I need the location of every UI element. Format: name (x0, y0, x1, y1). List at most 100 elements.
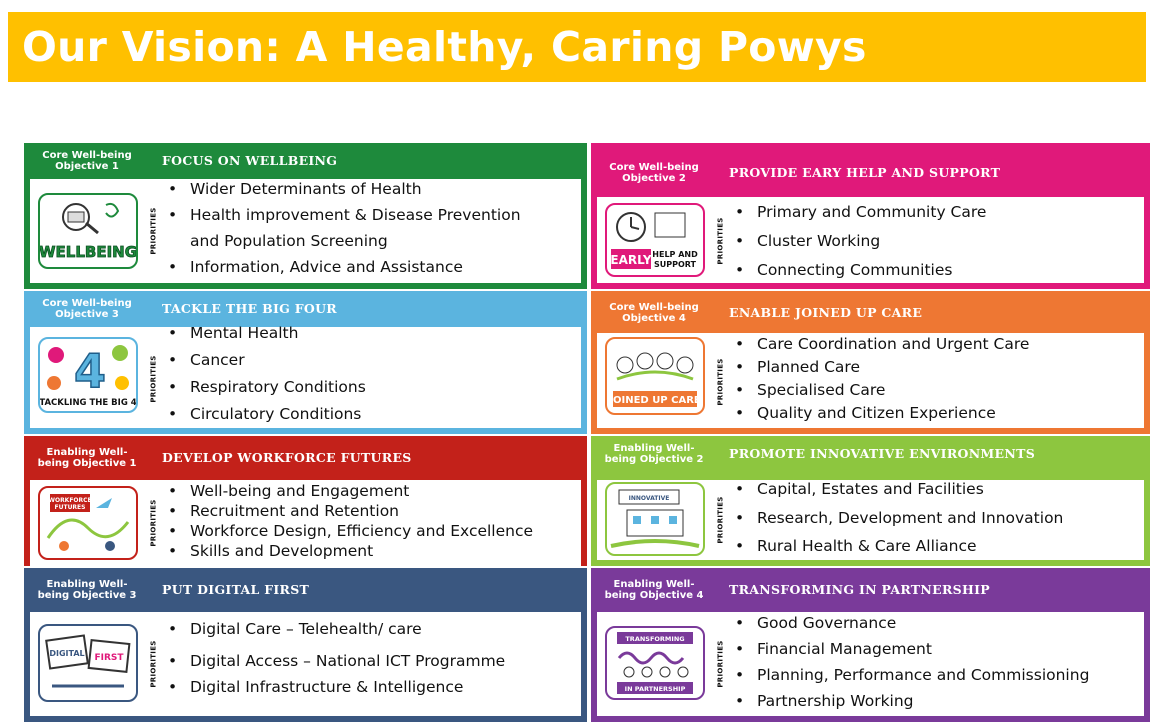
svg-text:TRANSFORMING: TRANSFORMING (625, 635, 684, 643)
joined-up-care-icon: JOINED UP CARE (605, 337, 705, 415)
priorities-list: •Mental Health •Cancer •Respiratory Cond… (168, 324, 581, 428)
priorities-list: •Capital, Estates and Facilities •Resear… (735, 480, 1144, 560)
objective-title: PUT DIGITAL FIRST (162, 582, 310, 597)
transforming-partnership-icon: TRANSFORMING IN PARTNERSHIP (605, 626, 705, 700)
priorities-label: PRIORITIES (717, 496, 725, 544)
priorities-label: PRIORITIES (150, 355, 158, 403)
list-item: •Skills and Development (168, 542, 374, 560)
list-item: •Quality and Citizen Experience (735, 404, 996, 422)
svg-text:EARLY: EARLY (610, 253, 652, 267)
priorities-label: PRIORITIES (150, 207, 158, 255)
priorities-label: PRIORITIES (150, 499, 158, 547)
panel-header: Enabling Well-being Objective 1 DEVELOP … (24, 436, 587, 480)
list-item: •Cluster Working (735, 232, 881, 250)
panel-body: 4 TACKLING THE BIG 4 PRIORITIES •Mental … (30, 324, 581, 428)
objective-label: Enabling Well-being Objective 2 (604, 443, 704, 465)
objective-label: Enabling Well-being Objective 3 (37, 579, 137, 601)
svg-text:INNOVATIVE: INNOVATIVE (629, 495, 670, 502)
priorities-label: PRIORITIES (717, 217, 725, 265)
svg-text:WELLBEING: WELLBEING (40, 243, 136, 261)
objective-title: PROMOTE INNOVATIVE ENVIRONMENTS (729, 446, 1036, 461)
svg-text:HELP AND: HELP AND (652, 250, 698, 259)
list-item: •Circulatory Conditions (168, 405, 362, 423)
workforce-futures-icon: WORKFORCE FUTURES (38, 486, 138, 560)
priorities-list: •Primary and Community Care •Cluster Wor… (735, 197, 1144, 283)
list-item: •Workforce Design, Efficiency and Excell… (168, 522, 534, 540)
priorities-list: •Well-being and Engagement •Recruitment … (168, 480, 581, 566)
svg-text:TACKLING THE BIG 4: TACKLING THE BIG 4 (40, 398, 136, 408)
priorities-label: PRIORITIES (717, 640, 725, 688)
objective-title: TACKLE THE BIG FOUR (162, 301, 337, 316)
objective-label: Enabling Well-being Objective 1 (37, 447, 137, 469)
objective-title: ENABLE JOINED UP CARE (729, 305, 923, 320)
list-item: •Digital Care – Telehealth/ care (168, 620, 422, 638)
list-item: •Specialised Care (735, 381, 886, 399)
list-item: •Care Coordination and Urgent Care (735, 335, 1030, 353)
page-title: Our Vision: A Healthy, Caring Powys (22, 23, 867, 71)
list-item: •Planned Care (735, 358, 860, 376)
panel-body: TRANSFORMING IN PARTNERSHIP PRIORITIES •… (597, 612, 1144, 716)
early-help-icon: EARLY HELP AND SUPPORT (605, 203, 705, 277)
list-item: •Health improvement & Disease Prevention (168, 206, 521, 224)
objective-title: DEVELOP WORKFORCE FUTURES (162, 450, 412, 465)
priorities-list: •Good Governance •Financial Management •… (735, 612, 1144, 716)
svg-text:FIRST: FIRST (94, 653, 124, 663)
list-item: •Rural Health & Care Alliance (735, 537, 977, 555)
list-item: •Wider Determinants of Health (168, 180, 422, 198)
list-item: •Well-being and Engagement (168, 482, 410, 500)
list-item: •Financial Management (735, 640, 932, 658)
title-banner: Our Vision: A Healthy, Caring Powys (8, 12, 1146, 82)
svg-text:IN PARTNERSHIP: IN PARTNERSHIP (625, 685, 686, 693)
svg-text:4: 4 (74, 344, 106, 398)
list-item: •Primary and Community Care (735, 203, 987, 221)
list-item: •Cancer (168, 351, 245, 369)
svg-text:FUTURES: FUTURES (55, 504, 86, 511)
priorities-label: PRIORITIES (150, 640, 158, 688)
svg-text:JOINED UP CARE: JOINED UP CARE (608, 395, 701, 406)
objective-panel-transforming-partnership: Enabling Well-being Objective 4 TRANSFOR… (591, 568, 1150, 722)
list-item: •Connecting Communities (735, 261, 953, 279)
objective-panel-digital-first: Enabling Well-being Objective 3 PUT DIGI… (24, 568, 587, 722)
panel-body: WORKFORCE FUTURES PRIORITIES •Well-being… (30, 480, 581, 566)
list-item: •Information, Advice and Assistance (168, 258, 463, 276)
panel-body: WELLBEING PRIORITIES •Wider Determinants… (30, 179, 581, 283)
list-item: •Recruitment and Retention (168, 502, 400, 520)
priorities-list: •Digital Care – Telehealth/ care •Digita… (168, 612, 581, 716)
list-item: •Good Governance (735, 614, 897, 632)
objective-label: Enabling Well-being Objective 4 (604, 579, 704, 601)
wellbeing-icon: WELLBEING (38, 193, 138, 269)
list-item: •Capital, Estates and Facilities (735, 480, 984, 498)
panel-body: INNOVATIVE PRIORITIES •Capital, Estates … (597, 480, 1144, 560)
innovative-environments-icon: INNOVATIVE (605, 482, 705, 556)
objective-panel-innovative-environments: Enabling Well-being Objective 2 PROMOTE … (591, 436, 1150, 566)
panel-body: JOINED UP CARE PRIORITIES •Care Coordina… (597, 333, 1144, 428)
svg-text:SUPPORT: SUPPORT (654, 260, 697, 269)
priorities-label: PRIORITIES (717, 358, 725, 406)
priorities-list: •Wider Determinants of Health •Health im… (168, 179, 581, 283)
list-item: •Digital Infrastructure & Intelligence (168, 678, 464, 696)
big-four-icon: 4 TACKLING THE BIG 4 (38, 337, 138, 413)
list-item-continuation: and Population Screening (190, 232, 388, 250)
digital-first-icon: DIGITAL FIRST (38, 624, 138, 702)
svg-text:WORKFORCE: WORKFORCE (48, 497, 91, 504)
panel-body: DIGITAL FIRST PRIORITIES •Digital Care –… (30, 612, 581, 716)
list-item: •Digital Access – National ICT Programme (168, 652, 506, 670)
svg-text:DIGITAL: DIGITAL (49, 649, 84, 658)
panel-body: EARLY HELP AND SUPPORT PRIORITIES •Prima… (597, 197, 1144, 283)
panel-header: Enabling Well-being Objective 3 PUT DIGI… (24, 568, 587, 612)
list-item: •Partnership Working (735, 692, 914, 710)
list-item: •Mental Health (168, 324, 299, 342)
panel-header: Enabling Well-being Objective 4 TRANSFOR… (591, 568, 1150, 612)
panel-header: Enabling Well-being Objective 2 PROMOTE … (591, 436, 1150, 472)
